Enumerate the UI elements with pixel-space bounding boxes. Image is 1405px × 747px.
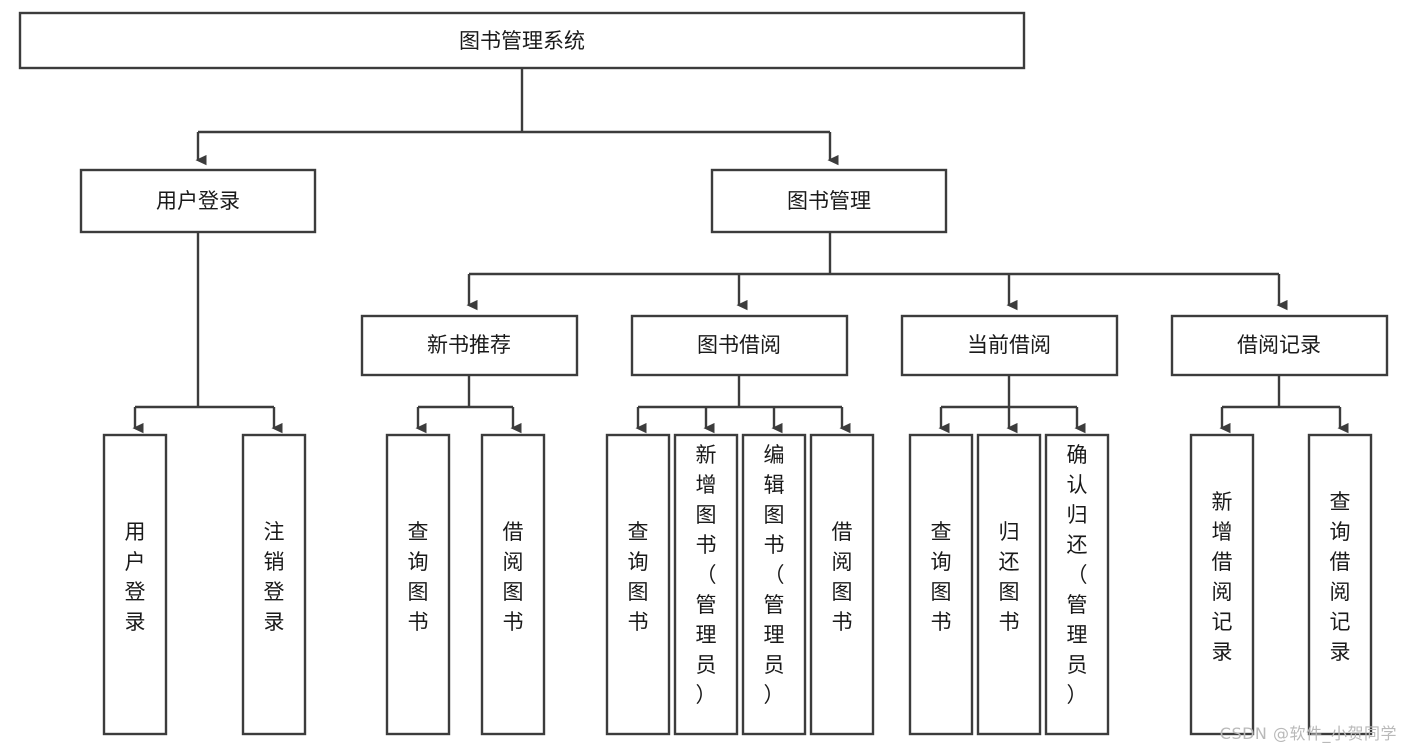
leaf-borrow-1[interactable]: 新增图书（管理员） [673, 433, 739, 736]
leaf-borrow-1-label: 新增图书（管理员） [696, 443, 717, 707]
node-current-label: 当前借阅 [967, 333, 1051, 357]
connector-group-record [1222, 375, 1340, 428]
connector-group-login [135, 232, 274, 428]
leaf-login-1-box[interactable] [241, 433, 307, 736]
node-borrow[interactable]: 图书借阅 [630, 314, 849, 377]
leaf-borrow-3-label: 借阅图书 [832, 520, 853, 634]
leaf-record-1-label: 查询借阅记录 [1330, 490, 1351, 664]
leaf-newbook-1-box[interactable] [480, 433, 546, 736]
leaf-newbook-0[interactable]: 查询图书 [385, 433, 451, 736]
leaf-current-1-box[interactable] [976, 433, 1042, 736]
leaf-newbook-0-box[interactable] [385, 433, 451, 736]
connector-group-newbook [418, 375, 513, 428]
node-login[interactable]: 用户登录 [79, 168, 317, 234]
connector-group-bookmgmt [469, 232, 1279, 305]
node-record[interactable]: 借阅记录 [1170, 314, 1389, 377]
leaf-borrow-0-box[interactable] [605, 433, 671, 736]
leaf-newbook-1[interactable]: 借阅图书 [480, 433, 546, 736]
leaf-current-1-label: 归还图书 [999, 520, 1020, 634]
node-root-box[interactable] [18, 11, 1026, 70]
node-bookmgmt[interactable]: 图书管理 [710, 168, 948, 234]
node-root-label: 图书管理系统 [459, 29, 585, 53]
leaf-borrow-2-label: 编辑图书（管理员） [764, 443, 785, 707]
leaf-login-0[interactable]: 用户登录 [102, 433, 168, 736]
leaf-current-1[interactable]: 归还图书 [976, 433, 1042, 736]
leaf-current-0[interactable]: 查询图书 [908, 433, 974, 736]
node-bookmgmt-box[interactable] [710, 168, 948, 234]
node-newbook[interactable]: 新书推荐 [360, 314, 579, 377]
leaf-borrow-0[interactable]: 查询图书 [605, 433, 671, 736]
leaf-record-0-label: 新增借阅记录 [1212, 490, 1233, 664]
node-login-label: 用户登录 [156, 189, 240, 213]
node-current-box[interactable] [900, 314, 1119, 377]
leaf-borrow-2[interactable]: 编辑图书（管理员） [741, 433, 807, 736]
node-borrow-box[interactable] [630, 314, 849, 377]
node-bookmgmt-label: 图书管理 [787, 189, 871, 213]
leaf-login-1-label: 注销登录 [264, 520, 285, 634]
leaf-newbook-0-label: 查询图书 [408, 520, 429, 634]
node-record-box[interactable] [1170, 314, 1389, 377]
leaf-current-2-label: 确认归还（管理员） [1067, 443, 1088, 707]
connector-group-borrow [638, 375, 842, 428]
leaf-current-2-box[interactable] [1044, 433, 1110, 736]
node-newbook-label: 新书推荐 [427, 333, 511, 357]
leaf-current-2[interactable]: 确认归还（管理员） [1044, 433, 1110, 736]
connector-group-current [941, 375, 1077, 428]
leaf-borrow-3-box[interactable] [809, 433, 875, 736]
node-login-box[interactable] [79, 168, 317, 234]
node-record-label: 借阅记录 [1237, 333, 1321, 357]
leaf-borrow-0-label: 查询图书 [628, 520, 649, 634]
leaf-borrow-1-box[interactable] [673, 433, 739, 736]
leaf-newbook-1-label: 借阅图书 [503, 520, 524, 634]
leaf-current-0-box[interactable] [908, 433, 974, 736]
leaf-login-0-box[interactable] [102, 433, 168, 736]
leaf-record-0-box[interactable] [1189, 433, 1255, 736]
leaf-record-0[interactable]: 新增借阅记录 [1189, 433, 1255, 736]
csdn-watermark: CSDN @软件_小贺同学 [1219, 724, 1397, 743]
node-root[interactable]: 图书管理系统 [18, 11, 1026, 70]
node-newbook-box[interactable] [360, 314, 579, 377]
leaf-record-1-box[interactable] [1307, 433, 1373, 736]
leaf-borrow-3[interactable]: 借阅图书 [809, 433, 875, 736]
leaf-record-1[interactable]: 查询借阅记录 [1307, 433, 1373, 736]
leaf-login-1[interactable]: 注销登录 [241, 433, 307, 736]
node-borrow-label: 图书借阅 [697, 333, 781, 357]
leaf-login-0-label: 用户登录 [125, 520, 146, 634]
connector-group-root [198, 68, 830, 160]
leaf-borrow-2-box[interactable] [741, 433, 807, 736]
leaf-current-0-label: 查询图书 [931, 520, 952, 634]
node-current[interactable]: 当前借阅 [900, 314, 1119, 377]
